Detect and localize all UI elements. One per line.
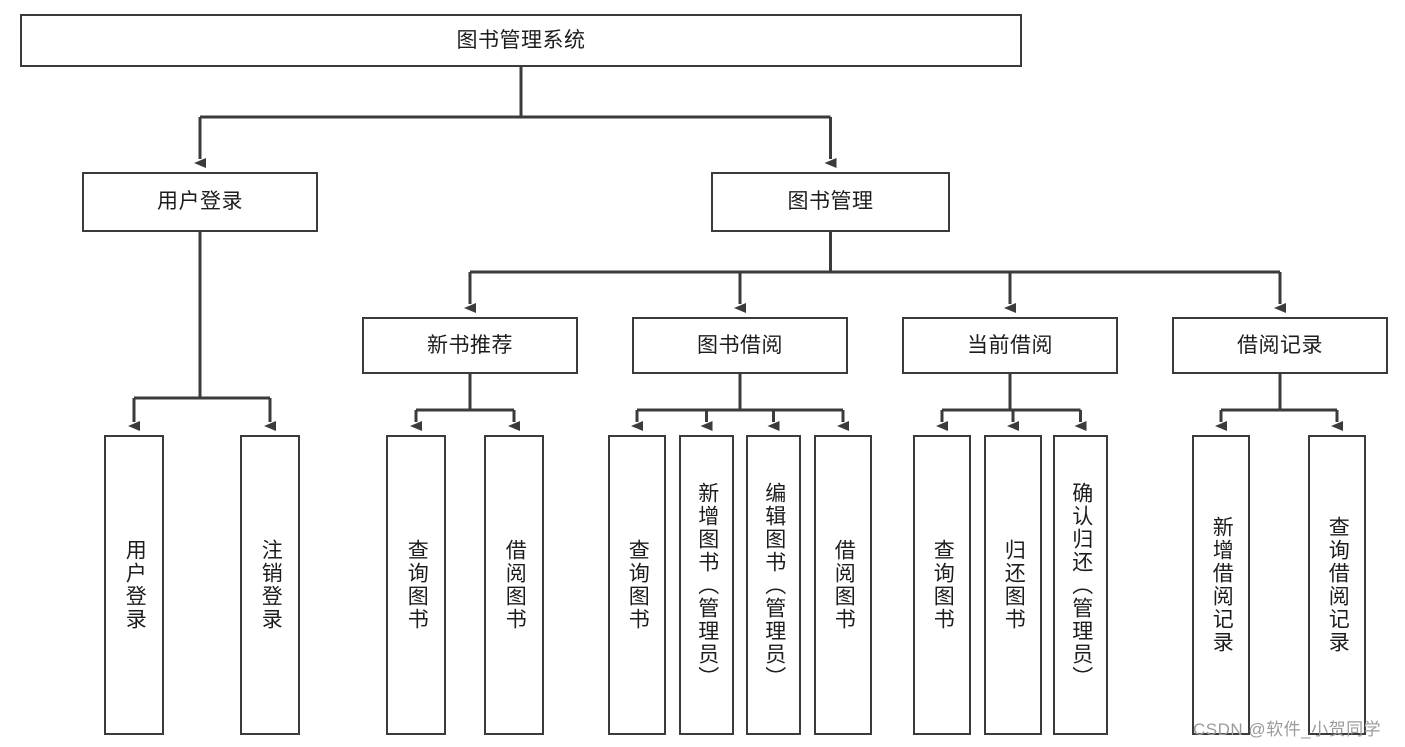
node-current-borrow[interactable]: 当前借阅 [902, 317, 1118, 374]
node-label: 查询图书 [405, 539, 429, 631]
node-label: 用户登录 [123, 539, 147, 631]
node-label: 借阅图书 [503, 539, 527, 631]
node-book-manage[interactable]: 图书管理 [711, 172, 950, 232]
node-label: 新增图书（管理员） [695, 481, 719, 689]
node-book-borrow[interactable]: 图书借阅 [632, 317, 848, 374]
node-label: 图书管理系统 [456, 28, 586, 52]
node-label: 当前借阅 [967, 333, 1053, 357]
node-user-login[interactable]: 用户登录 [82, 172, 318, 232]
node-label: 注销登录 [259, 539, 283, 631]
node-label: 图书借阅 [697, 333, 783, 357]
node-leaf-borrow-book-1[interactable]: 借阅图书 [484, 435, 544, 735]
node-leaf-return-book[interactable]: 归还图书 [984, 435, 1042, 735]
node-label: 借阅记录 [1237, 333, 1323, 357]
node-leaf-user-login[interactable]: 用户登录 [104, 435, 164, 735]
node-new-book-recommend[interactable]: 新书推荐 [362, 317, 578, 374]
node-label: 归还图书 [1002, 539, 1026, 631]
node-leaf-query-book-3[interactable]: 查询图书 [913, 435, 971, 735]
node-leaf-query-book-1[interactable]: 查询图书 [386, 435, 446, 735]
node-label: 图书管理 [787, 190, 874, 214]
node-leaf-query-record[interactable]: 查询借阅记录 [1308, 435, 1366, 735]
node-leaf-add-book[interactable]: 新增图书（管理员） [679, 435, 734, 735]
node-label: 编辑图书（管理员） [762, 481, 786, 689]
node-leaf-borrow-book-2[interactable]: 借阅图书 [814, 435, 872, 735]
node-leaf-edit-book[interactable]: 编辑图书（管理员） [746, 435, 801, 735]
node-root[interactable]: 图书管理系统 [20, 14, 1022, 67]
node-leaf-confirm-return[interactable]: 确认归还（管理员） [1053, 435, 1108, 735]
node-leaf-add-record[interactable]: 新增借阅记录 [1192, 435, 1250, 735]
node-label: 用户登录 [157, 190, 243, 214]
node-label: 查询图书 [931, 539, 955, 631]
node-label: 查询借阅记录 [1326, 516, 1350, 654]
node-leaf-query-book-2[interactable]: 查询图书 [608, 435, 666, 735]
node-label: 确认归还（管理员） [1069, 481, 1093, 689]
node-label: 新书推荐 [427, 333, 513, 357]
node-leaf-logout[interactable]: 注销登录 [240, 435, 300, 735]
csdn-watermark: CSDN @软件_小贺同学 [1193, 720, 1382, 739]
node-label: 查询图书 [626, 539, 650, 631]
node-borrow-record[interactable]: 借阅记录 [1172, 317, 1388, 374]
node-label: 新增借阅记录 [1210, 516, 1234, 654]
node-label: 借阅图书 [832, 539, 856, 631]
